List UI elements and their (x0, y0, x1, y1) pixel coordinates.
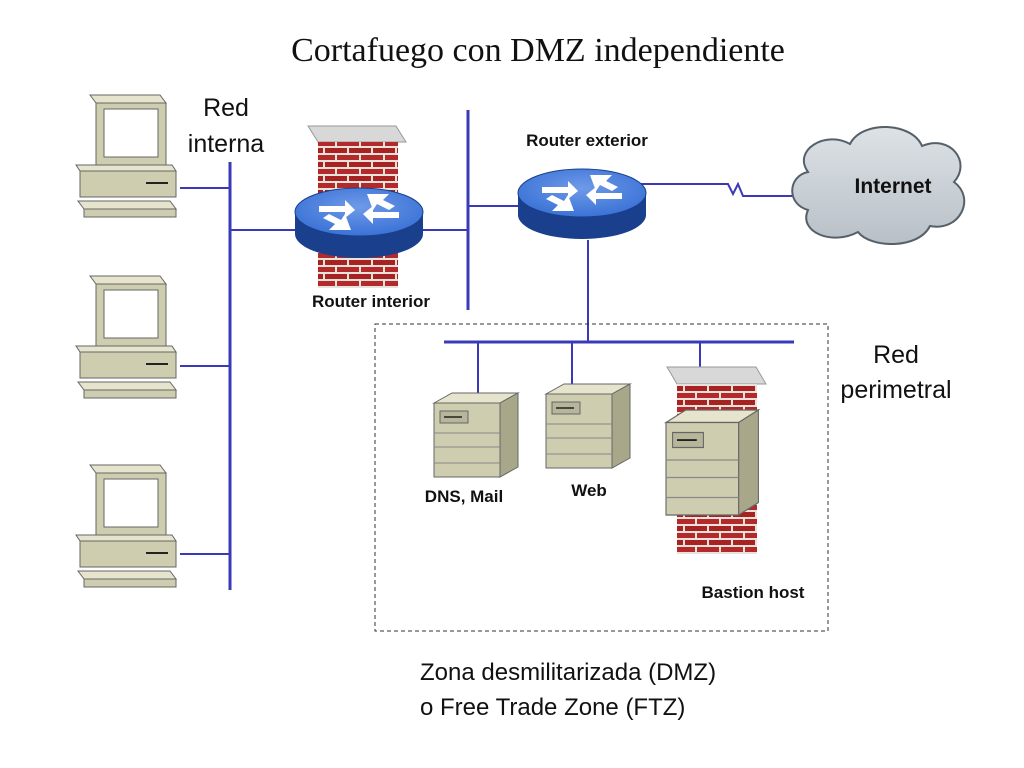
internal-network-label-line1: Red (203, 94, 249, 122)
cloud-icon (791, 126, 966, 245)
page-title: Cortafuego con DMZ independiente (291, 32, 785, 69)
router-icon[interactable] (294, 187, 424, 259)
perimeter-network-label-line2: perimetral (840, 376, 951, 404)
perimeter-network-label-line1: Red (873, 341, 919, 369)
router-interior-label: Router interior (312, 292, 430, 311)
dmz-boundary (374, 323, 829, 632)
internal-network-label-line2: interna (188, 130, 265, 158)
link-internet (640, 181, 793, 197)
dns-mail-label: DNS, Mail (425, 487, 503, 506)
dmz-caption-line1: Zona desmilitarizada (DMZ) (420, 659, 716, 686)
router-exterior-label: Router exterior (526, 131, 648, 150)
computer-icon[interactable] (75, 464, 177, 588)
bastion-host-label: Bastion host (702, 583, 805, 602)
server-tower-icon[interactable] (665, 409, 760, 516)
web-label: Web (571, 481, 607, 500)
router-icon[interactable] (517, 168, 647, 240)
computer-icon[interactable] (75, 275, 177, 399)
internet-label: Internet (854, 175, 931, 198)
dmz-caption-line2: o Free Trade Zone (FTZ) (420, 694, 685, 721)
computer-icon[interactable] (75, 94, 177, 218)
server-tower-icon[interactable] (545, 383, 631, 469)
server-tower-icon[interactable] (433, 392, 519, 478)
